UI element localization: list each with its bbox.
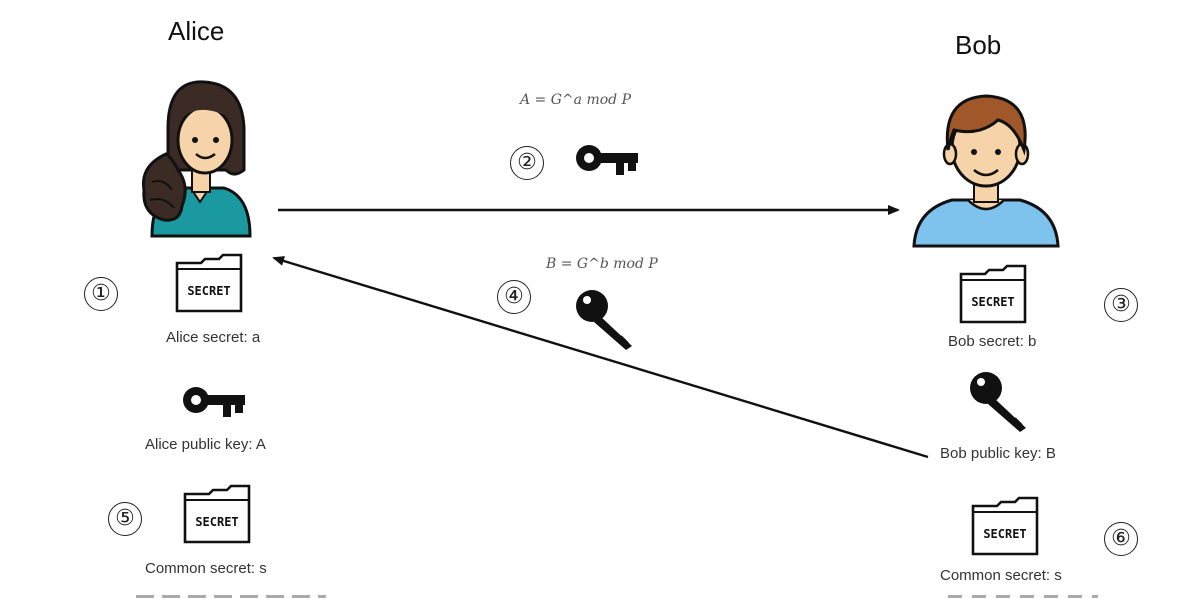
secret-folder-icon: SECRET bbox=[971, 496, 1039, 556]
step-3: ③ bbox=[1104, 288, 1138, 322]
secret-folder-icon: SECRET bbox=[183, 484, 251, 544]
bob-avatar-icon bbox=[912, 94, 1060, 248]
key-icon bbox=[970, 372, 1026, 432]
step-2: ② bbox=[510, 146, 544, 180]
step-5: ⑤ bbox=[108, 502, 142, 536]
secret-folder-tag: SECRET bbox=[983, 527, 1026, 541]
secret-folder-tag: SECRET bbox=[187, 284, 230, 298]
step-1: ① bbox=[84, 277, 118, 311]
formula-to-bob: A = G^a mod P bbox=[520, 92, 631, 108]
bob-secret-label: Bob secret: b bbox=[948, 333, 1037, 350]
bob-name: Bob bbox=[955, 30, 1002, 60]
arrow-bob-to-alice bbox=[272, 256, 929, 459]
formula-to-alice: B = G^b mod P bbox=[546, 256, 658, 272]
secret-folder-tag: SECRET bbox=[195, 515, 238, 529]
bob-common-secret-label: Common secret: s bbox=[940, 567, 1062, 584]
key-icon bbox=[576, 145, 638, 175]
alice-avatar-icon bbox=[141, 80, 252, 238]
bob-public-key-label: Bob public key: B bbox=[940, 445, 1056, 462]
secret-folder-icon: SECRET bbox=[959, 264, 1027, 324]
step-6: ⑥ bbox=[1104, 522, 1138, 556]
cutoff-text-left bbox=[136, 592, 326, 600]
secret-folder-tag: SECRET bbox=[971, 295, 1014, 309]
key-icon bbox=[183, 387, 245, 417]
key-icon bbox=[576, 290, 632, 350]
alice-common-secret-label: Common secret: s bbox=[145, 560, 267, 577]
alice-name: Alice bbox=[168, 16, 225, 46]
step-4: ④ bbox=[497, 280, 531, 314]
cutoff-text-right bbox=[948, 592, 1098, 600]
alice-public-key-label: Alice public key: A bbox=[145, 436, 266, 453]
secret-folder-icon: SECRET bbox=[175, 253, 243, 313]
alice-secret-label: Alice secret: a bbox=[166, 329, 261, 346]
